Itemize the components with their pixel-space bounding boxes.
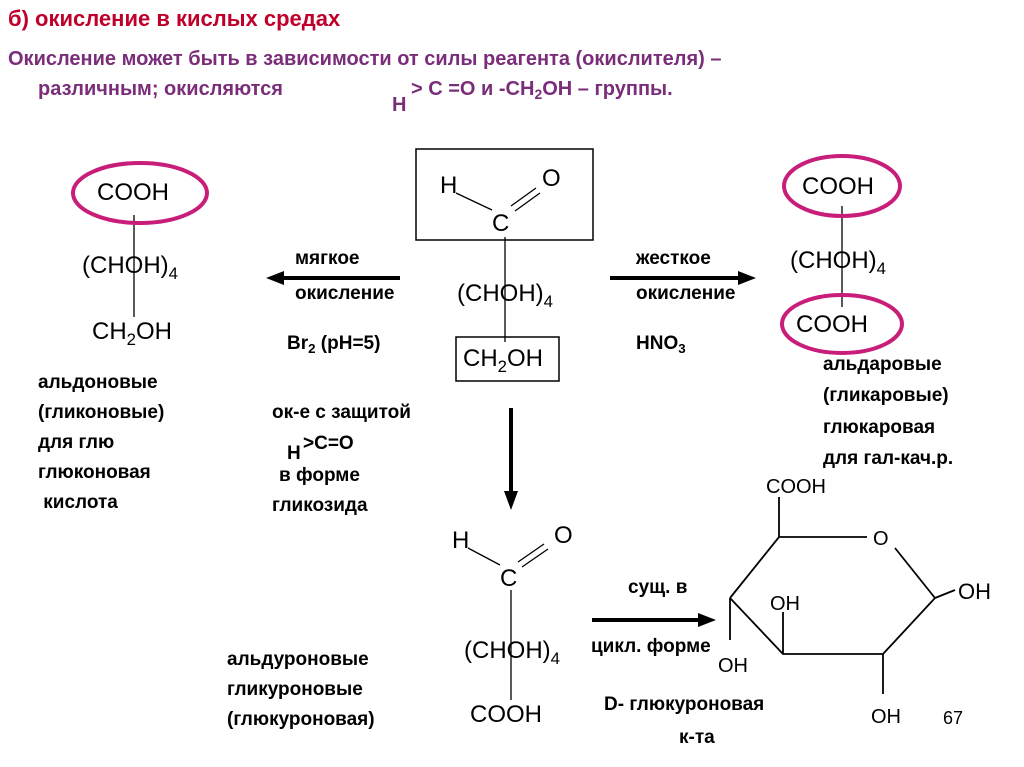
left-name-1: альдоновые	[38, 372, 158, 393]
ch2oh-box	[455, 336, 560, 382]
right-choh-group: (CHOH)4	[790, 247, 886, 278]
ring-oh-bottom: OH	[871, 706, 901, 728]
right-cooh-bottom: COOH	[796, 311, 868, 338]
intro-line-2: различным; окисляются	[38, 78, 283, 101]
center-c-o-bond-1	[510, 187, 537, 207]
right-name-2: (гликаровые)	[823, 385, 949, 406]
page-title: б) окисление в кислых средах	[8, 6, 341, 31]
intro-groups: > C =O и -CH2OH – группы.	[411, 78, 673, 102]
left-cooh-group: COOH	[97, 179, 169, 206]
center-h-atom: H	[440, 172, 458, 199]
protection-line-1: ок-е с защитой	[272, 402, 411, 423]
intro-h-label: H	[392, 94, 407, 116]
bottom-choh-group: (CHOH)4	[464, 637, 560, 668]
mild-label-1: мягкое	[295, 248, 360, 269]
left-cooh-ellipse	[71, 161, 209, 225]
left-name-5: кислота	[38, 492, 118, 513]
cyclic-arrow-head	[698, 613, 716, 627]
ring-oh-left: OH	[718, 655, 748, 677]
mild-reagent: Br2 (pH=5)	[287, 333, 381, 356]
ring-cooh: COOH	[766, 476, 826, 498]
cyclic-label-2: цикл. форме	[591, 636, 711, 657]
d-glucuronic-name-1: D- глюкуроновая	[604, 694, 765, 715]
bottom-h-c-bond	[467, 547, 501, 566]
center-ch2oh-group: CH2OH	[463, 345, 544, 376]
ring-oh-upper: OH	[770, 593, 800, 615]
left-name-4: глюконовая	[38, 462, 151, 483]
page-number: 67	[943, 708, 964, 728]
ring-oh-right: OH	[958, 579, 991, 604]
harsh-reagent: HNO3	[636, 333, 686, 356]
right-name-1: альдаровые	[823, 354, 942, 375]
right-cooh-top: COOH	[802, 173, 874, 200]
protection-co: >C=O	[303, 433, 354, 454]
protection-h: H	[287, 443, 301, 464]
intro-group-sub: 2	[534, 86, 543, 102]
bottom-c-o-bond-2	[521, 548, 549, 568]
bottom-c-atom: C	[500, 565, 518, 592]
left-name-3: для глю	[38, 432, 115, 453]
cyclic-label-1: сущ. в	[628, 577, 688, 598]
harsh-label-1: жесткое	[636, 248, 711, 269]
d-glucuronic-name-2: к-та	[679, 727, 715, 748]
protection-line-3: гликозида	[272, 495, 368, 516]
protection-line-2: в форме	[279, 465, 360, 486]
bottom-name-1: альдуроновые	[227, 649, 369, 670]
mild-arrow-head	[266, 271, 284, 285]
bottom-name-2: гликуроновые	[227, 679, 363, 700]
mild-label-2: окисление	[295, 283, 395, 304]
center-choh-group: (CHOH)4	[457, 280, 553, 311]
right-name-4: для гал-кач.р.	[823, 448, 954, 469]
bottom-o-atom: O	[554, 522, 573, 549]
harsh-label-2: окисление	[636, 283, 736, 304]
left-choh-group: (CHOH)4	[82, 252, 178, 283]
center-h-c-bond	[455, 192, 493, 211]
pyranose-ring	[729, 497, 956, 694]
center-o-atom: O	[542, 165, 561, 192]
intro-line-1: Окисление может быть в зависимости от си…	[8, 48, 722, 70]
intro-group-text: > C =O и -CH	[411, 78, 535, 100]
bottom-name-3: (глюкуроновая)	[227, 709, 375, 730]
bottom-cooh-group: COOH	[470, 701, 542, 728]
center-c-o-bond-2	[514, 192, 541, 212]
left-name-2: (гликоновые)	[38, 402, 165, 423]
right-top-ellipse	[782, 154, 902, 218]
bottom-h-atom: H	[452, 527, 470, 554]
right-name-3: глюкаровая	[823, 417, 936, 438]
center-c-atom: C	[492, 210, 510, 237]
bottom-c-o-bond-1	[517, 543, 545, 563]
left-ch2oh-group: CH2OH	[92, 318, 173, 349]
intro-tail-text: OH – группы.	[542, 78, 673, 100]
ring-o-atom: O	[873, 528, 889, 550]
harsh-arrow-head	[738, 271, 756, 285]
intro-text: различным; окисляются	[38, 78, 283, 100]
right-bottom-ellipse	[780, 293, 904, 355]
down-arrow-head	[504, 491, 518, 510]
